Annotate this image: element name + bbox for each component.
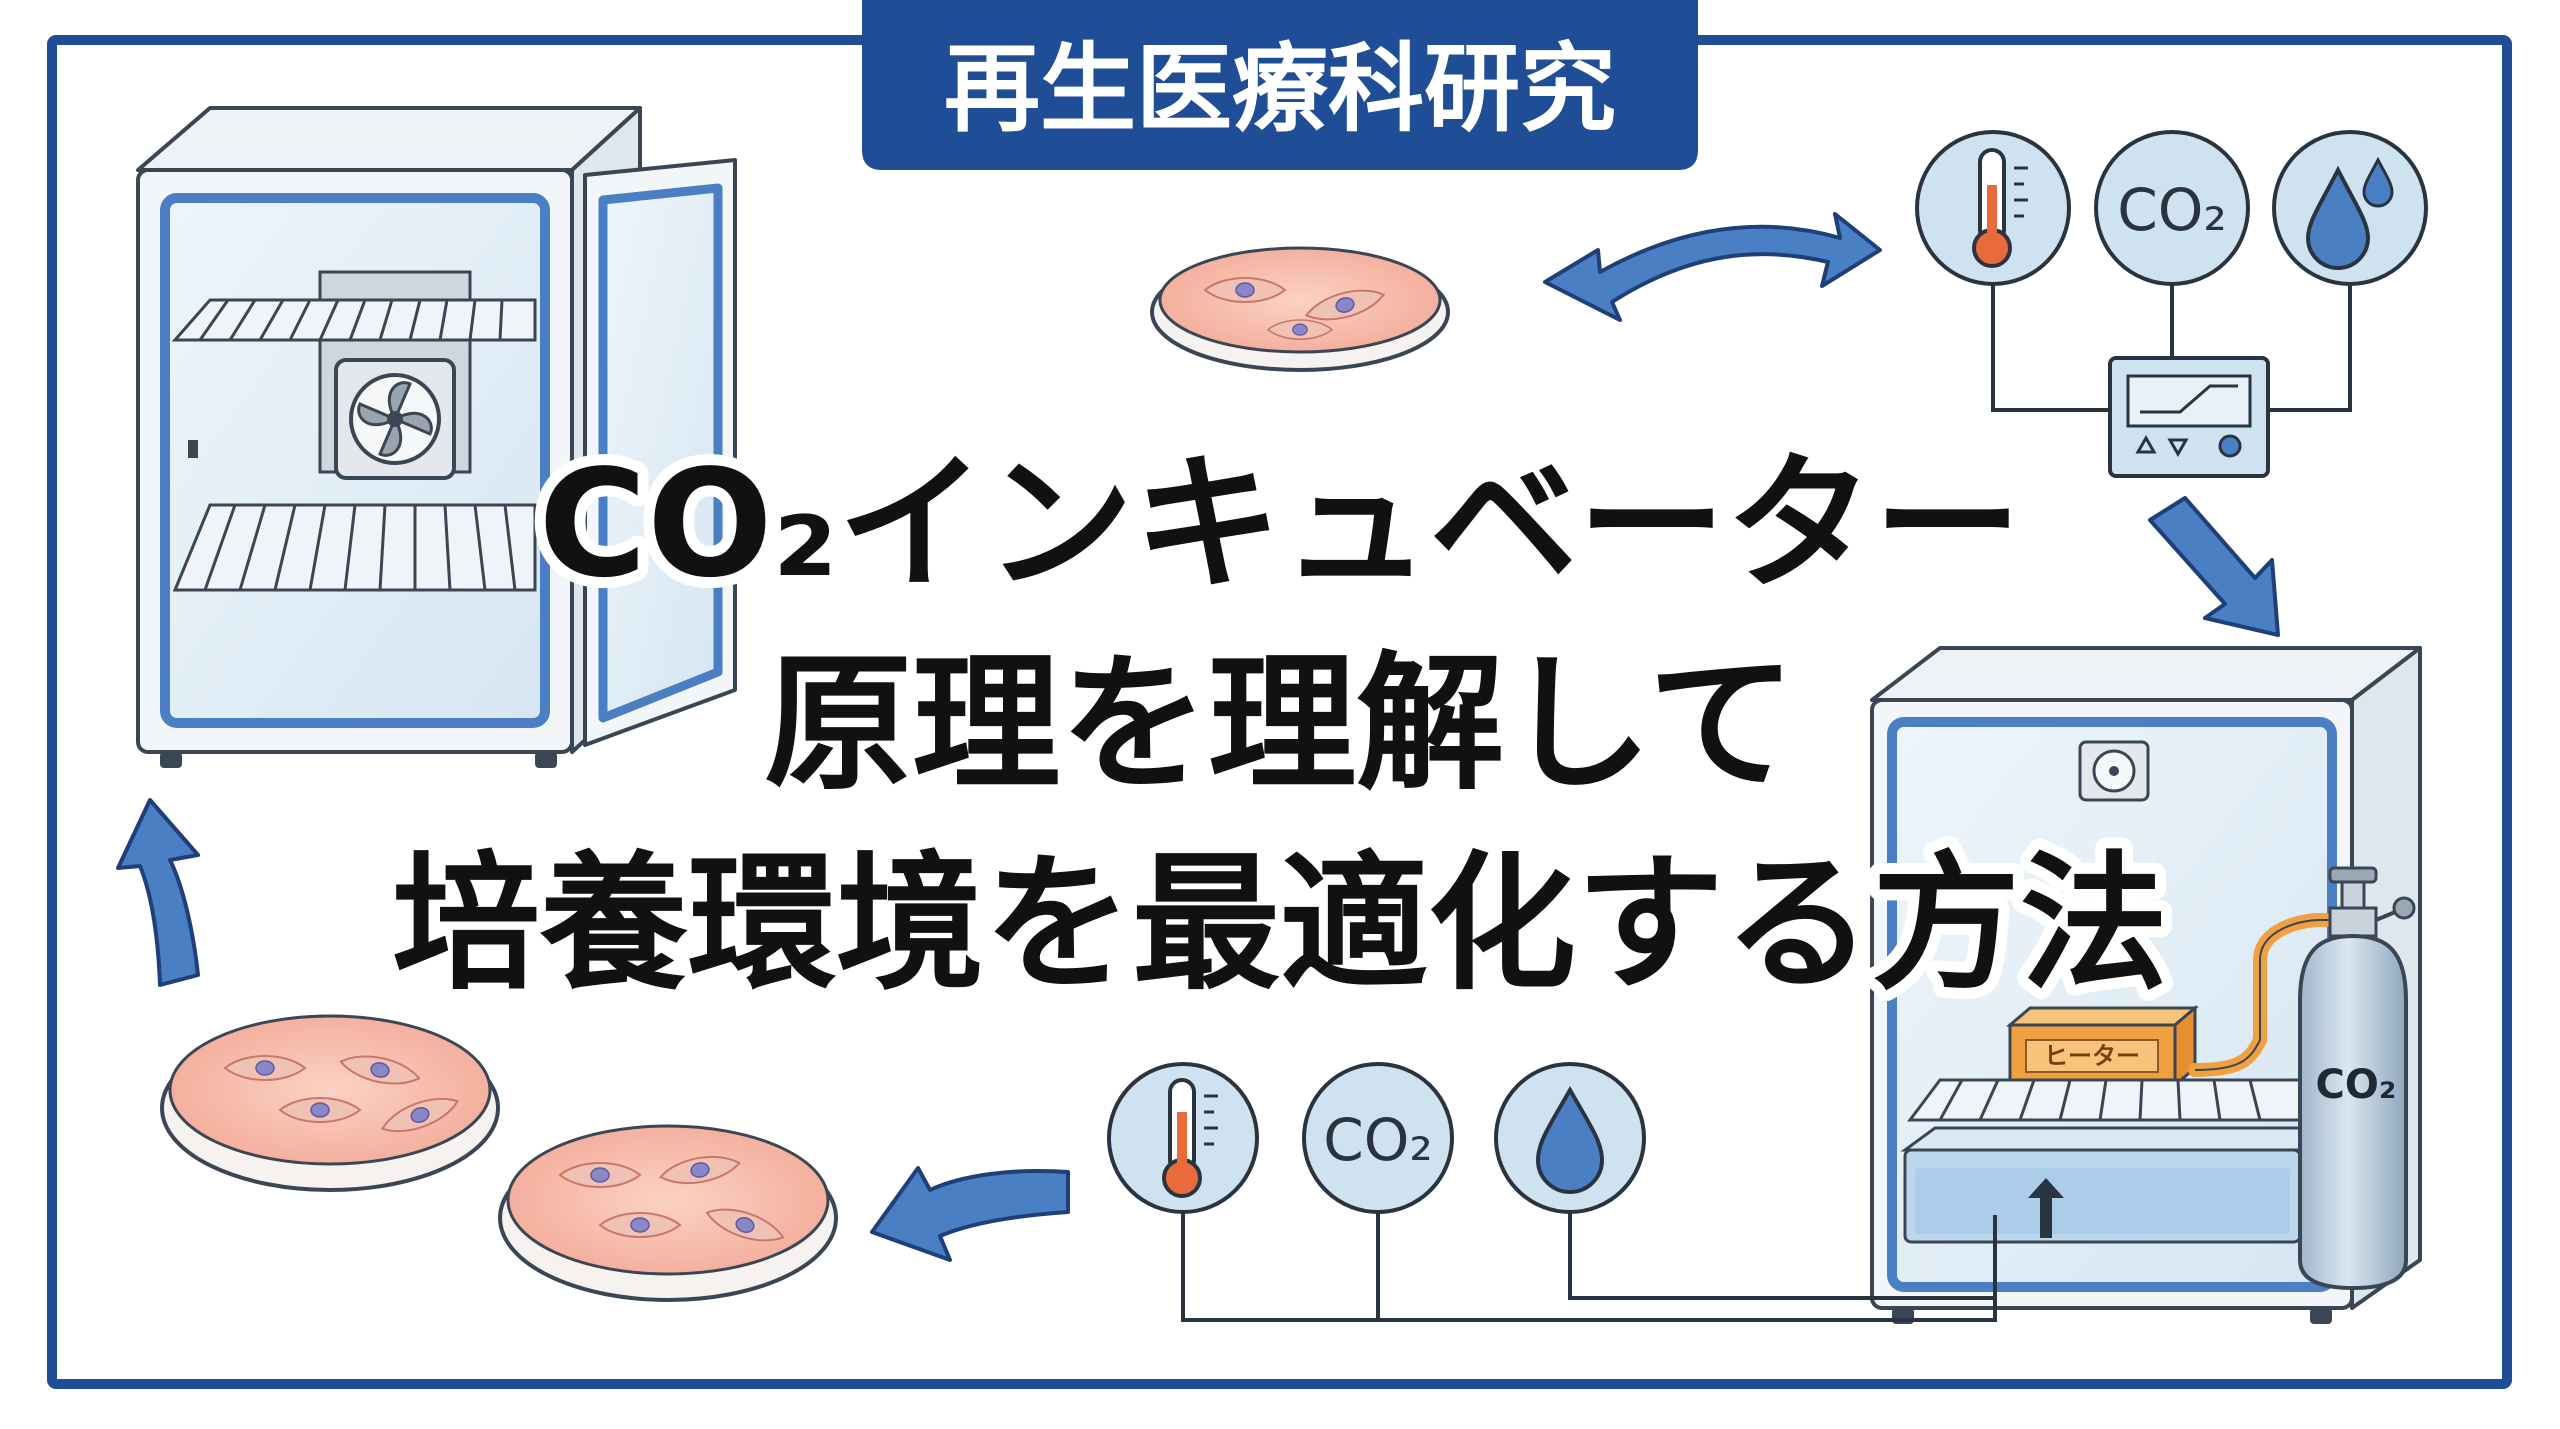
title-line-3: 培養環境を最適化する方法: [392, 838, 2168, 1010]
arrow-left-icon: [870, 1166, 1070, 1262]
open-incubator: [136, 106, 737, 768]
water-tray: [1900, 1126, 2324, 1244]
petri-dish-bottom-left: [160, 1014, 500, 1192]
double-arrow-icon: [1543, 212, 1882, 322]
thermometer-icon-bottom: [1162, 1078, 1218, 1198]
co2-label-bottom: CO₂: [1323, 1106, 1432, 1174]
co2-tank: CO₂: [2188, 866, 2416, 1291]
title-line-2: 原理を理解して: [764, 638, 1796, 810]
controller-display: [2108, 356, 2270, 478]
tank-label: CO₂: [2316, 1062, 2397, 1108]
co2-label-top: CO₂: [2117, 176, 2226, 244]
lower-shelf: [172, 503, 537, 592]
shelf-right: [1907, 1078, 2312, 1122]
water-drop-icon: [2305, 156, 2394, 270]
arrow-up-small-icon: [2028, 1178, 2064, 1238]
title-line-1: CO₂インキュベーター: [538, 438, 2021, 610]
petri-dish-bottom-right: [498, 1124, 838, 1302]
water-drop-icon-bottom: [1535, 1085, 1605, 1194]
heater-label: ヒーター: [2044, 1042, 2140, 1070]
sensor-panel-top: CO₂: [1915, 130, 2428, 478]
thermometer-icon: [1972, 148, 2028, 268]
header-badge-text: 再生医療科研究: [944, 33, 1616, 145]
header-badge: 再生医療科研究: [862, 0, 1698, 170]
arrow-up-icon: [116, 798, 200, 987]
upper-shelf: [171, 298, 537, 342]
heater-block: ヒーター: [2005, 1004, 2200, 1089]
sensor-panel-bottom: CO₂: [1107, 1062, 1997, 1322]
petri-dish-top: [1150, 246, 1450, 372]
arrow-down-icon: [2148, 496, 2280, 637]
